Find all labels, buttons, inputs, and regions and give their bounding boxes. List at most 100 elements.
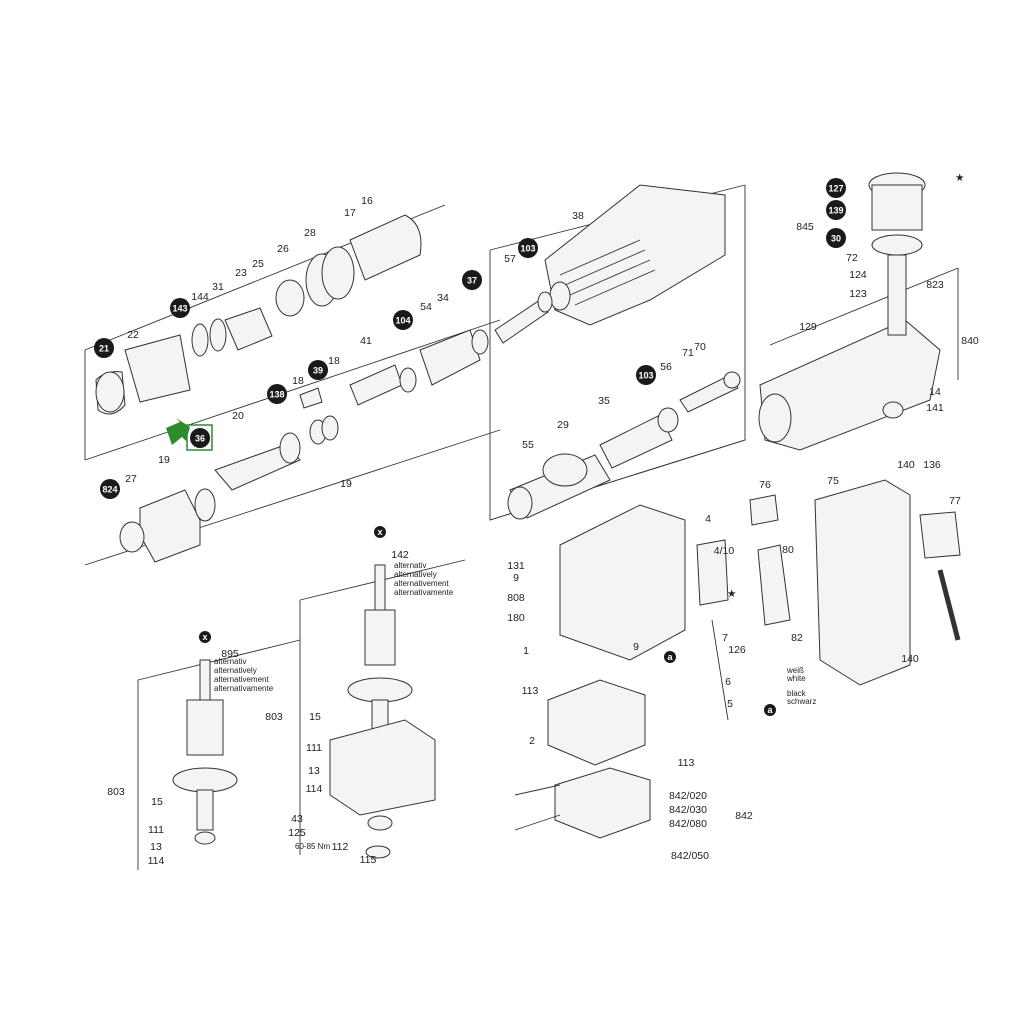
part-label-p138: 138 [269,390,284,400]
handle-assembly [696,479,961,721]
part-label-p103a: 103 [520,244,535,254]
highlight-marker [166,418,213,451]
alternative-note: alternativamente [394,588,454,597]
alternative-note: alternativement [214,675,269,684]
part-badge [393,310,413,330]
part-label-p114b: 114 [148,855,165,867]
part-label-p22: 22 [127,329,139,341]
part-label-p111a: 111 [306,742,322,754]
part-label-p82: 82 [791,632,803,644]
part-badge [826,178,846,198]
part-label-p43: 43 [291,813,303,825]
part-label-p39: 39 [313,366,323,376]
part-label-p28: 28 [304,227,316,239]
part-label-p25: 25 [252,258,264,270]
part-label-p136: 136 [923,459,941,471]
part-label-p20: 20 [232,410,244,422]
armature-upper [329,564,436,859]
armature-lower [172,659,238,845]
reference-mark-label: a [667,652,673,662]
wire-color-label: white [786,674,806,683]
part-label-p125: 125 [288,827,306,839]
part-label-p76: 76 [759,479,771,491]
part-label-p15a: 15 [309,711,321,723]
part-label-p104: 104 [395,316,410,326]
part-label-p824: 824 [102,485,117,495]
part-label-p34: 34 [437,292,449,304]
part-label-p803a: 803 [265,711,283,723]
part-label-p142: 142 [391,549,409,561]
part-label-p842030: 842/030 [669,804,707,816]
part-label-p6: 6 [725,676,731,688]
part-label-p38: 38 [572,210,584,222]
part-label-p18a: 18 [328,355,340,367]
part-label-p71: 71 [682,347,694,359]
reference-mark-label: x [202,632,207,642]
part-label-p4: 4 [705,513,711,525]
part-label-p144: 144 [191,291,209,303]
part-label-p103b: 103 [638,371,653,381]
part-label-p140a: 140 [897,459,915,471]
part-badge [308,360,328,380]
part-label-p112: 112 [332,841,349,853]
part-badge [267,384,287,404]
part-label-p129: 129 [799,321,817,333]
part-label-p2: 2 [529,735,535,747]
part-label-p140b: 140 [901,653,919,665]
part-label-p77: 77 [949,495,961,507]
part-label-p842: 842 [735,810,753,822]
part-label-p27: 27 [125,473,137,485]
reference-mark [199,631,211,643]
part-label-p842080: 842/080 [669,818,707,830]
alternative-note: alternativement [394,579,449,588]
part-label-p19b: 19 [340,478,352,490]
part-label-p895: 895 [221,648,239,660]
alternative-note: alternativamente [214,684,274,693]
part-label-p803b: 803 [107,786,125,798]
part-label-p41: 41 [360,335,372,347]
arrow-icon [166,418,190,445]
wire-color-label: black [787,689,807,698]
part-label-p845: 845 [796,221,814,233]
part-label-p842020: 842/020 [669,790,707,802]
part-label-p13a: 13 [308,765,320,777]
part-badge [100,479,120,499]
part-label-p127: 127 [828,184,843,194]
part-label-p55: 55 [522,439,534,451]
part-label-p114a: 114 [306,783,323,795]
part-badge [462,270,482,290]
part-label-p21: 21 [99,344,109,354]
reference-mark [664,651,676,663]
part-label-p410: 4/10 [714,545,735,557]
wire-color-label: weiß [786,666,804,675]
motor-housing-1 [514,504,686,839]
reference-mark-label: a [767,705,773,715]
part-label-p57: 57 [504,253,516,265]
reference-mark [764,704,776,716]
part-badge [170,298,190,318]
star-icon: ★ [955,172,965,184]
part-label-p111b: 111 [148,824,164,836]
part-label-p131: 131 [507,560,525,572]
alternative-note: alternatively [214,666,257,675]
part-badge [518,238,538,258]
part-label-p75: 75 [827,475,839,487]
part-label-p840: 840 [961,335,979,347]
part-label-p19a: 19 [158,454,170,466]
reference-mark [374,526,386,538]
part-label-p17: 17 [344,207,356,219]
part-badge [94,338,114,358]
star-icon: ★ [727,588,737,600]
part-label-p139: 139 [828,206,843,216]
part-label-p808: 808 [507,592,525,604]
part-label-p13b: 13 [150,841,162,853]
part-label-p1: 1 [523,645,529,657]
part-label-p7: 7 [722,632,728,644]
part-label-p16: 16 [361,195,373,207]
part-label-p823: 823 [926,279,944,291]
highlight-box [186,424,213,451]
part-label-p70: 70 [694,341,706,353]
part-label-p141: 141 [926,402,944,414]
gear-head-housing [758,172,941,451]
